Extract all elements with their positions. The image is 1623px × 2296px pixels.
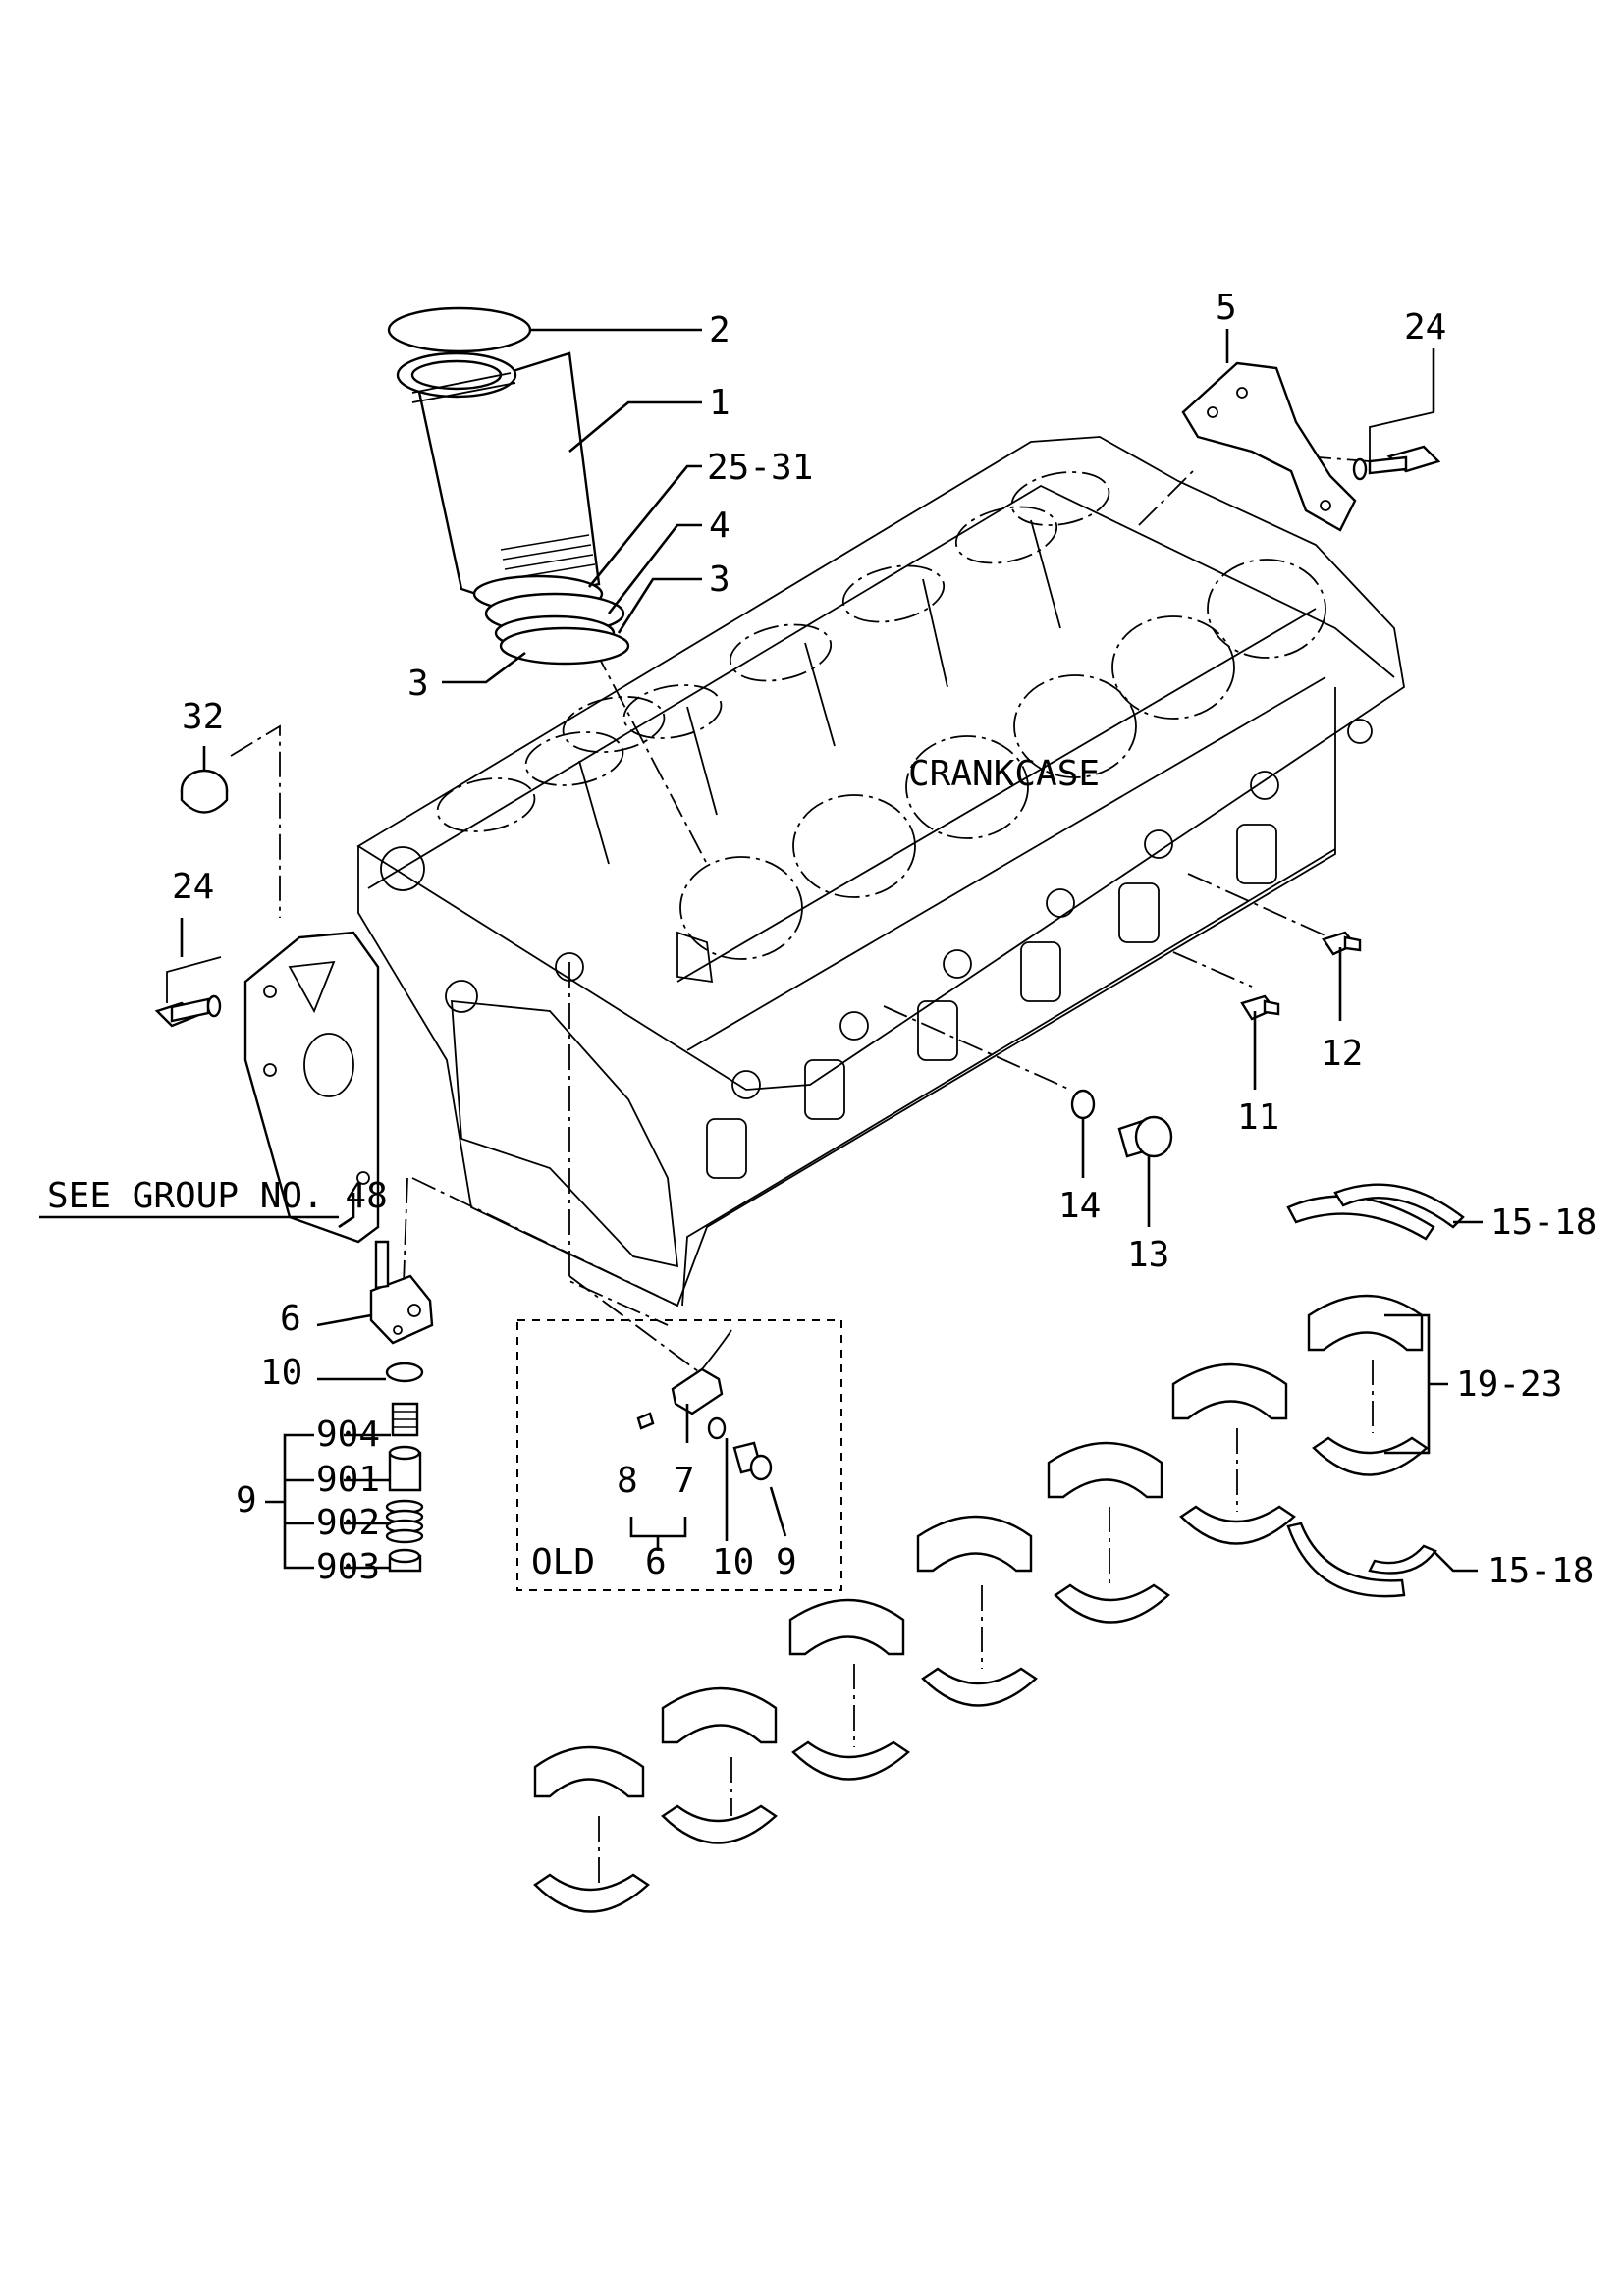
see-group-note: SEE GROUP NO. 48 bbox=[47, 1176, 388, 1216]
callout-9: 9 bbox=[236, 1480, 257, 1521]
sensor-11 bbox=[1240, 994, 1280, 1021]
callout-15-18-lower: 15-18 bbox=[1488, 1551, 1594, 1591]
callout-903: 903 bbox=[316, 1547, 380, 1587]
cap-903 bbox=[388, 1548, 422, 1573]
bearing-pair-6 bbox=[1171, 1362, 1296, 1545]
callout-11: 11 bbox=[1237, 1097, 1279, 1138]
reference-lines bbox=[230, 455, 1371, 1375]
sensor-12 bbox=[1322, 931, 1362, 956]
callout-904: 904 bbox=[316, 1415, 380, 1455]
callout-32: 32 bbox=[182, 697, 224, 737]
crankcase-block bbox=[356, 436, 1405, 1308]
callout-25-31: 25-31 bbox=[707, 448, 813, 488]
thrust-washers-upper bbox=[1286, 1183, 1465, 1241]
plug-13 bbox=[1117, 1115, 1173, 1158]
cylinder-bores-top bbox=[436, 471, 1110, 832]
callout-12: 12 bbox=[1321, 1034, 1363, 1074]
callout-24-left: 24 bbox=[172, 867, 214, 907]
bearing-pair-5 bbox=[1047, 1441, 1170, 1624]
callout-labels: 2 1 25-31 4 3 3 5 24 32 24 12 11 14 13 1… bbox=[47, 288, 1596, 1591]
callout-901: 901 bbox=[316, 1460, 380, 1500]
callout-14: 14 bbox=[1058, 1186, 1101, 1226]
callout-1: 1 bbox=[709, 383, 730, 423]
plug-32 bbox=[180, 769, 229, 814]
old-callout-9: 9 bbox=[776, 1542, 797, 1582]
bearing-pair-7 bbox=[1307, 1294, 1429, 1476]
seal-ring-3b bbox=[499, 626, 630, 666]
callout-5: 5 bbox=[1216, 288, 1237, 328]
old-callout-8: 8 bbox=[617, 1461, 638, 1501]
bolt-24-left bbox=[154, 956, 222, 1028]
group-9-bracket bbox=[265, 1433, 314, 1570]
bracket-5 bbox=[1181, 361, 1357, 532]
callout-2: 2 bbox=[709, 310, 730, 350]
callout-902: 902 bbox=[316, 1503, 380, 1543]
callout-15-18-upper: 15-18 bbox=[1490, 1202, 1596, 1243]
callout-4: 4 bbox=[709, 506, 730, 546]
old-callout-7: 7 bbox=[674, 1461, 695, 1501]
cylinder-liner-assembly bbox=[387, 306, 630, 666]
callout-24-right: 24 bbox=[1404, 307, 1446, 347]
callout-10: 10 bbox=[260, 1353, 302, 1393]
o-ring-2 bbox=[387, 306, 532, 353]
crankcase-label: CRANKCASE bbox=[908, 754, 1100, 794]
old-version-box bbox=[516, 1319, 842, 1591]
callout-19-23: 19-23 bbox=[1456, 1364, 1562, 1405]
bearing-pair-4 bbox=[916, 1515, 1038, 1707]
spring-902 bbox=[385, 1499, 424, 1544]
side-holes bbox=[706, 719, 1373, 1179]
washer-14 bbox=[1070, 1089, 1096, 1120]
callout-13: 13 bbox=[1127, 1235, 1169, 1275]
fitting-6 bbox=[369, 1240, 434, 1345]
thrust-washers-lower bbox=[1286, 1522, 1437, 1598]
front-plate bbox=[243, 931, 380, 1244]
leader-lines bbox=[39, 328, 1483, 1573]
old-callout-6: 6 bbox=[645, 1542, 667, 1582]
old-callout-10: 10 bbox=[712, 1542, 754, 1582]
washer-10 bbox=[385, 1362, 424, 1383]
callout-3b: 3 bbox=[407, 664, 429, 704]
callout-6: 6 bbox=[280, 1299, 301, 1339]
screw-904 bbox=[391, 1402, 419, 1437]
bearing-pair-3 bbox=[788, 1598, 910, 1781]
bearing-shells bbox=[533, 1183, 1465, 1913]
bolt-24-right bbox=[1352, 411, 1441, 481]
bearing-pair-2 bbox=[661, 1686, 778, 1844]
callout-3a: 3 bbox=[709, 560, 730, 600]
cylinder-bores-lower bbox=[679, 559, 1326, 960]
bearing-pair-1 bbox=[533, 1745, 650, 1913]
piston-901 bbox=[388, 1445, 422, 1492]
old-box-label: OLD bbox=[531, 1542, 595, 1582]
